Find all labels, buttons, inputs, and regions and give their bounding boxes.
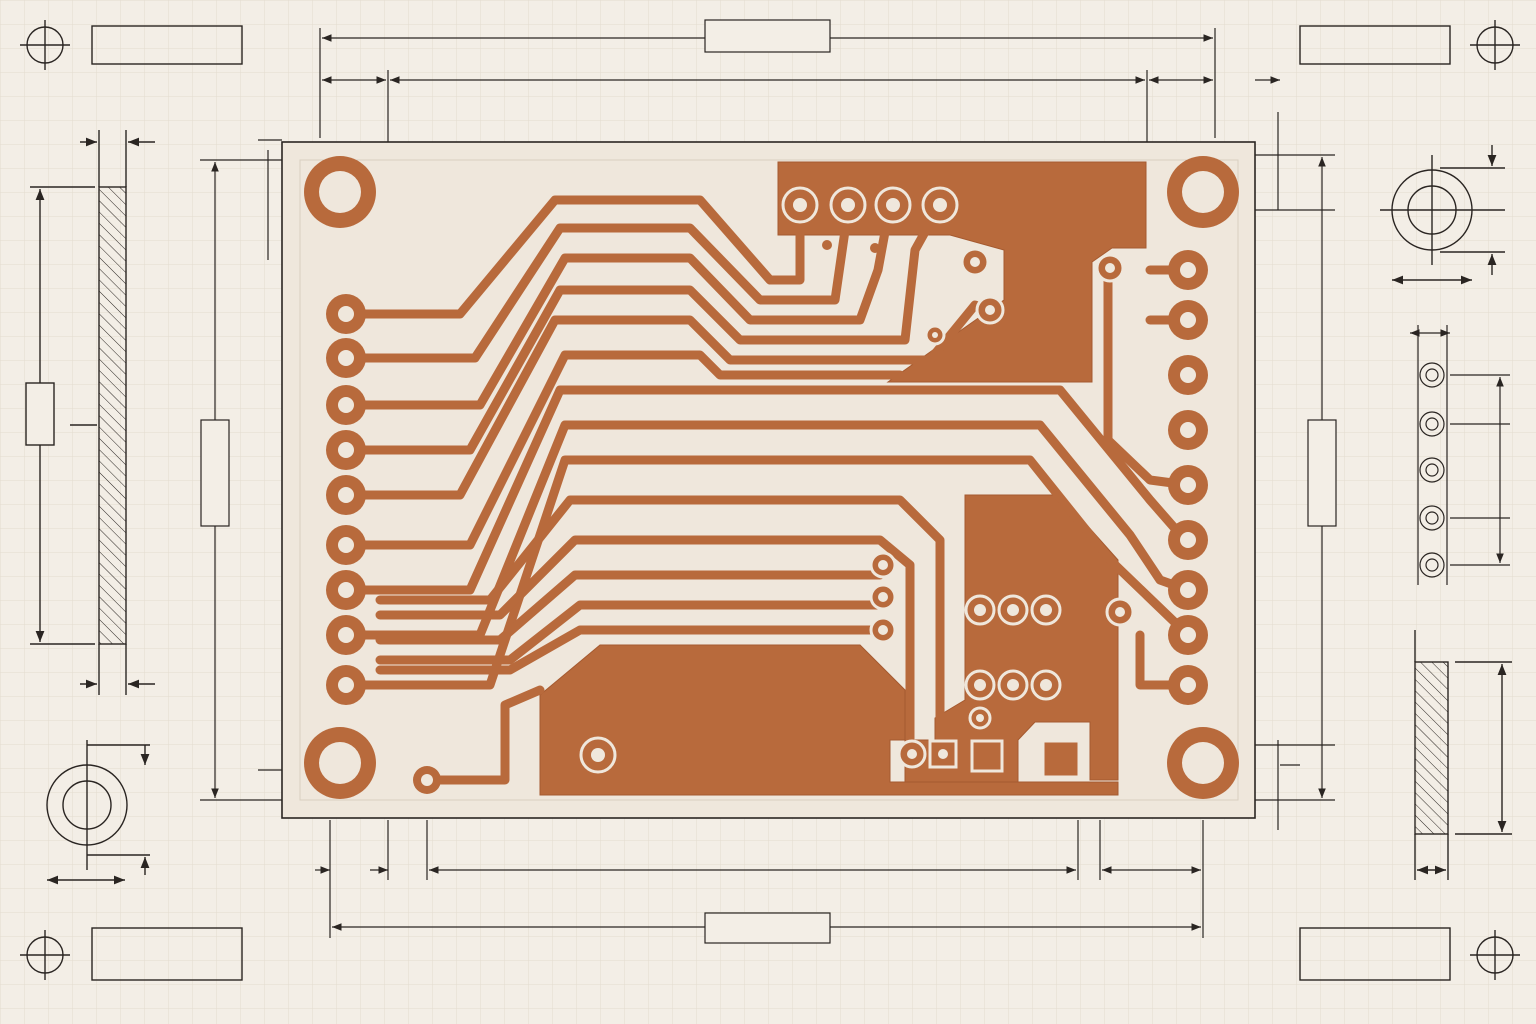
- via-pad: [964, 594, 996, 626]
- registration-mark-icon: [20, 20, 70, 70]
- via-pad: [579, 736, 617, 774]
- via-pad: [1095, 253, 1125, 283]
- copper-pour-top: [777, 161, 1147, 383]
- title-block-bottom-left: [91, 927, 243, 981]
- title-block-top-right: [1299, 25, 1451, 65]
- connector-pad: [326, 570, 366, 610]
- via-pad: [975, 295, 1005, 325]
- connector-pad: [1168, 465, 1208, 505]
- left-connector: [326, 294, 366, 705]
- trace: [375, 495, 980, 725]
- trace: [341, 455, 1193, 690]
- via-pad: [997, 669, 1029, 701]
- trace: [375, 600, 885, 665]
- trace: [341, 385, 1190, 595]
- via-pad: [897, 739, 927, 769]
- trace: [341, 420, 1193, 640]
- trace: [341, 200, 895, 410]
- via-pad: [869, 616, 897, 644]
- connector-pad: [326, 475, 366, 515]
- via-dot: [822, 240, 832, 250]
- trace: [341, 200, 945, 455]
- smd-pad: [928, 739, 958, 769]
- smd-pad: [970, 739, 1004, 773]
- trace: [375, 535, 915, 757]
- header-pin-detail: [1410, 325, 1510, 585]
- trace: [341, 195, 805, 319]
- hole-detail-right: [1380, 145, 1505, 285]
- smd-pad: [1041, 739, 1081, 779]
- connector-pad: [1168, 520, 1208, 560]
- via-pad: [1030, 669, 1062, 701]
- connector-pad: [1168, 300, 1208, 340]
- via-pad: [869, 551, 897, 579]
- top-connector: [781, 186, 1125, 346]
- left-section-view: [25, 130, 155, 695]
- via-pad: [1030, 594, 1062, 626]
- connector-pad: [326, 385, 366, 425]
- connector-pad: [1168, 410, 1208, 450]
- hatched-section-icon: [1414, 661, 1449, 835]
- via-dot: [870, 243, 880, 253]
- connector-pad: [921, 186, 959, 224]
- right-connector: [1168, 250, 1208, 705]
- connector-pad: [1168, 665, 1208, 705]
- title-block-top-left: [91, 25, 243, 65]
- hole-detail-left: [46, 740, 150, 885]
- mounting-hole: [1167, 727, 1239, 799]
- registration-mark-icon: [20, 930, 70, 980]
- trace: [422, 685, 545, 785]
- via-pad: [960, 247, 990, 277]
- mounting-hole: [1167, 156, 1239, 228]
- pcb-board: [281, 141, 1256, 819]
- title-block-bottom-right: [1299, 927, 1451, 981]
- connector-pad: [326, 525, 366, 565]
- via-pad: [964, 669, 996, 701]
- connector-pad: [1168, 570, 1208, 610]
- connector-pad: [326, 294, 366, 334]
- registration-mark-icon: [1470, 930, 1520, 980]
- trace: [341, 300, 995, 500]
- connector-pad: [326, 615, 366, 655]
- connector-pad: [1168, 355, 1208, 395]
- trace: [341, 205, 853, 363]
- connector-pad: [829, 186, 867, 224]
- component-pads: [413, 551, 1135, 794]
- hatched-section-icon: [98, 186, 127, 645]
- corner-marks: [20, 20, 1520, 981]
- right-section-view: [1414, 630, 1512, 880]
- via-pad: [413, 766, 441, 794]
- trace: [341, 350, 905, 550]
- connector-pad: [1168, 250, 1208, 290]
- connector-pad: [874, 186, 912, 224]
- trace: [375, 625, 885, 675]
- connector-pad: [1168, 615, 1208, 655]
- dimension-lines: [200, 19, 1337, 944]
- board-keepout: [299, 159, 1239, 801]
- via-pad: [924, 324, 946, 346]
- connector-pad: [326, 665, 366, 705]
- connector-pad: [781, 186, 819, 224]
- via-pad: [997, 594, 1029, 626]
- via-pad: [1105, 597, 1135, 627]
- trace: [375, 570, 885, 645]
- registration-mark-icon: [1470, 20, 1520, 70]
- via-pad: [869, 583, 897, 611]
- connector-pad: [326, 430, 366, 470]
- mounting-holes: [304, 156, 1239, 799]
- connector-pad: [326, 338, 366, 378]
- mounting-hole: [304, 156, 376, 228]
- mounting-hole: [304, 727, 376, 799]
- via-pad: [968, 706, 992, 730]
- copper-traces: [341, 195, 1193, 785]
